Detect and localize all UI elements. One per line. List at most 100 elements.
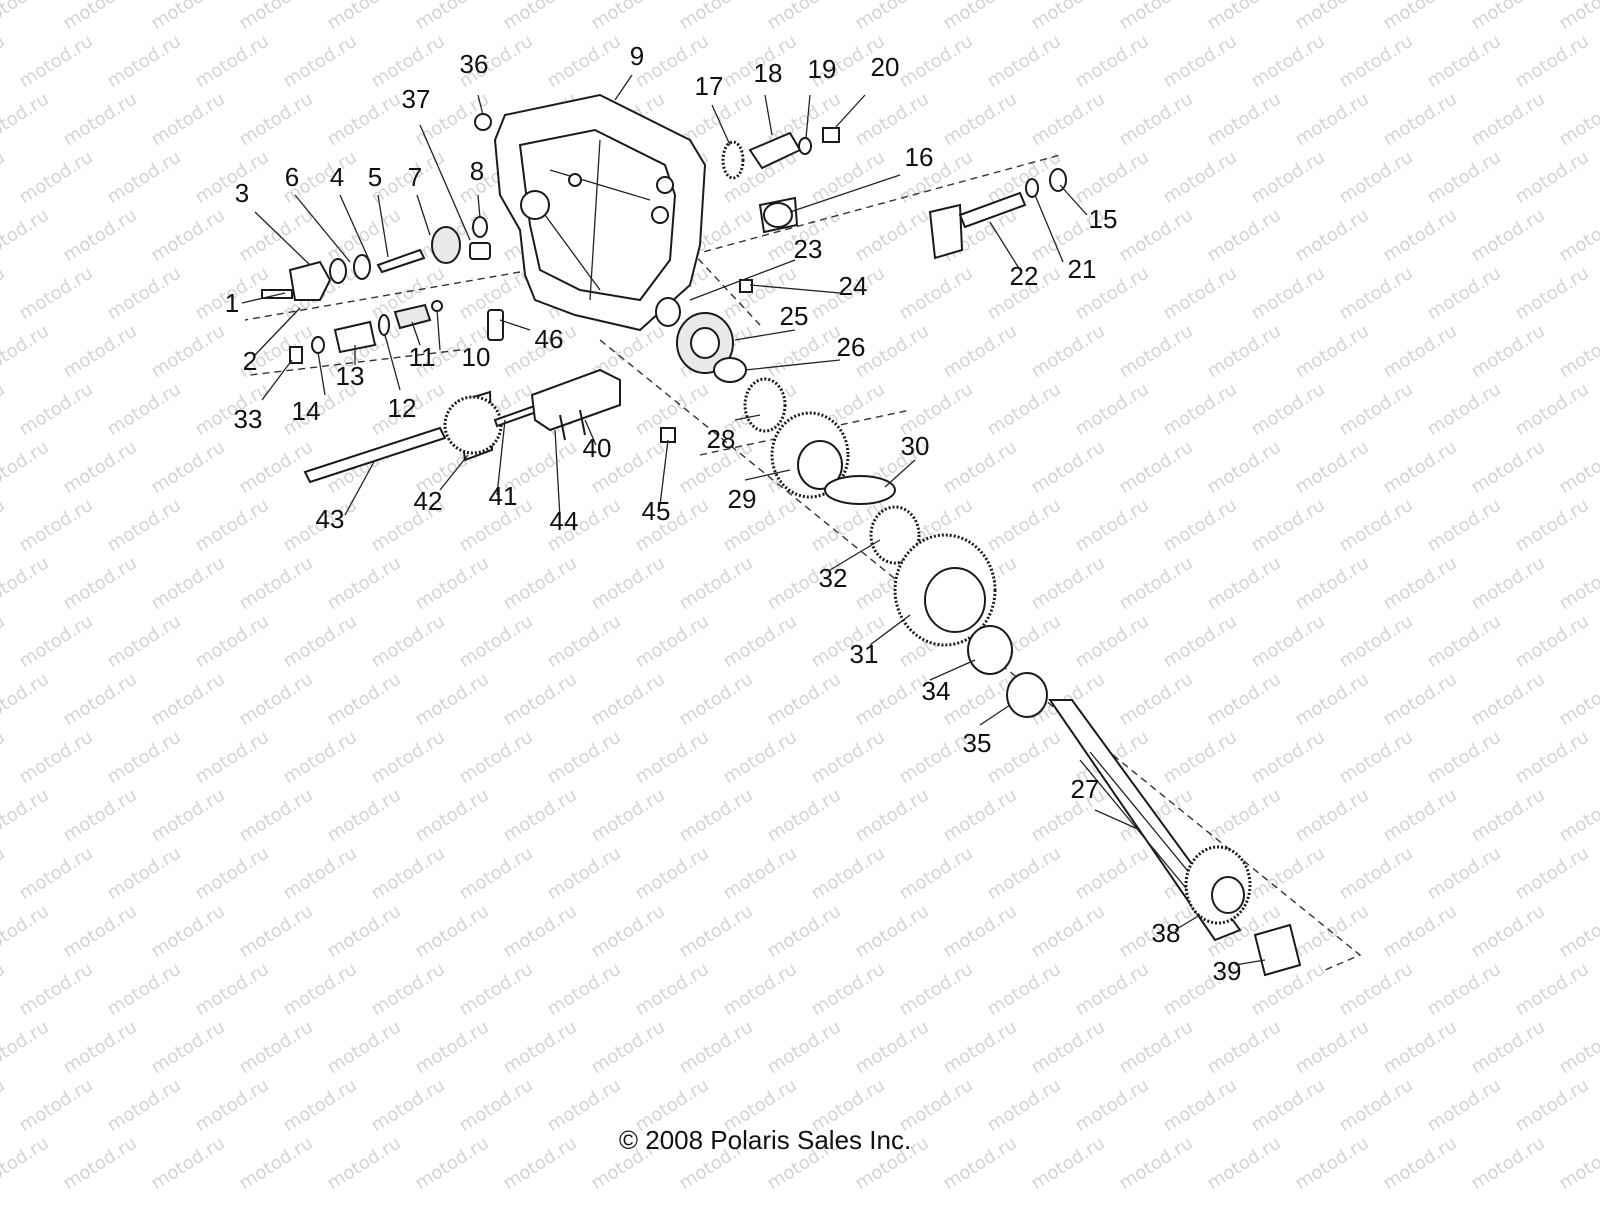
watermark-text: motod.ru [852,669,933,731]
watermark-text: motod.ru [1424,959,1505,1021]
watermark-text: motod.ru [764,0,845,34]
callout-4: 4 [330,162,344,192]
watermark-text: motod.ru [984,31,1065,93]
watermark-text: motod.ru [1160,147,1241,209]
watermark-text: motod.ru [412,553,493,615]
watermark-text: motod.ru [1424,31,1505,93]
callout-32: 32 [819,563,848,593]
watermark-text: motod.ru [544,959,625,1021]
watermark-text: motod.ru [60,669,141,731]
watermark-text: motod.ru [1512,959,1593,1021]
watermark-text: motod.ru [940,1017,1021,1079]
watermark-text: motod.ru [1380,1017,1461,1079]
watermark-text: motod.ru [456,843,537,905]
watermark-text: motod.ru [1072,843,1153,905]
callout-33: 33 [234,404,263,434]
watermark-text: motod.ru [192,611,273,673]
watermark-text: motod.ru [60,553,141,615]
watermark-text: motod.ru [16,727,97,789]
watermark-text: motod.ru [764,1017,845,1079]
watermark-text: motod.ru [1556,901,1600,963]
watermark-text: motod.ru [104,263,185,325]
watermark-text: motod.ru [676,901,757,963]
watermark-text: motod.ru [16,959,97,1021]
watermark-text: motod.ru [60,89,141,151]
watermark-text: motod.ru [60,901,141,963]
watermark-text: motod.ru [588,901,669,963]
watermark-text: motod.ru [500,785,581,847]
watermark-text: motod.ru [280,611,361,673]
watermark-text: motod.ru [1512,31,1593,93]
watermark-text: motod.ru [852,89,933,151]
callout-23: 23 [794,234,823,264]
watermark-text: motod.ru [1556,205,1600,267]
watermark-text: motod.ru [1380,0,1461,34]
watermark-text: motod.ru [1292,89,1373,151]
watermark-text: motod.ru [1116,553,1197,615]
watermark-text: motod.ru [412,785,493,847]
watermark-text: motod.ru [1072,31,1153,93]
callout-26: 26 [837,332,866,362]
watermark-text: motod.ru [16,31,97,93]
watermark-text: motod.ru [1336,843,1417,905]
watermark-text: motod.ru [500,0,581,34]
watermark-text: motod.ru [1292,669,1373,731]
callout-6: 6 [285,162,299,192]
watermark-text: motod.ru [280,959,361,1021]
watermark-text: motod.ru [1116,89,1197,151]
watermark-text: motod.ru [0,553,53,615]
watermark-text: motod.ru [1512,379,1593,441]
watermark-text: motod.ru [236,89,317,151]
watermark-text: motod.ru [500,901,581,963]
watermark-text: motod.ru [0,495,9,557]
callout-34: 34 [922,676,951,706]
copyright-text: 2008 Polaris Sales Inc. [645,1125,911,1155]
watermark-text: motod.ru [0,669,53,731]
watermark-text: motod.ru [940,785,1021,847]
watermark-text: motod.ru [500,1017,581,1079]
watermark-text: motod.ru [1556,0,1600,34]
watermark-text: motod.ru [1028,553,1109,615]
watermark-text: motod.ru [368,959,449,1021]
callout-22: 22 [1010,261,1039,291]
watermark-text: motod.ru [1248,495,1329,557]
watermark-text: motod.ru [236,785,317,847]
watermark-text: motod.ru [720,843,801,905]
watermark-text: motod.ru [104,147,185,209]
watermark-text: motod.ru [60,205,141,267]
callout-21: 21 [1068,254,1097,284]
watermark-text: motod.ru [1116,321,1197,383]
watermark-text: motod.ru [1292,553,1373,615]
watermark-text: motod.ru [1512,611,1593,673]
watermark-text: motod.ru [1468,321,1549,383]
watermark-text: motod.ru [324,0,405,34]
callout-3: 3 [235,178,249,208]
watermark-text: motod.ru [1072,611,1153,673]
watermark-text: motod.ru [60,1017,141,1079]
watermark-text: motod.ru [1116,437,1197,499]
watermark-text: motod.ru [16,495,97,557]
watermark-text: motod.ru [16,611,97,673]
watermark-text: motod.ru [852,1017,933,1079]
watermark-text: motod.ru [940,901,1021,963]
watermark-text: motod.ru [1380,437,1461,499]
watermark-text: motod.ru [896,843,977,905]
callout-7: 7 [408,162,422,192]
callout-1: 1 [225,288,239,318]
callout-28: 28 [707,424,736,454]
watermark-text: motod.ru [148,1017,229,1079]
watermark-text: motod.ru [1336,495,1417,557]
watermark-text: motod.ru [1424,843,1505,905]
callout-42: 42 [414,486,443,516]
callout-30: 30 [901,431,930,461]
watermark-text: motod.ru [60,321,141,383]
callout-36: 36 [460,49,489,79]
watermark-text: motod.ru [1028,437,1109,499]
watermark-text: motod.ru [1072,147,1153,209]
watermark-text: motod.ru [632,727,713,789]
watermark-text: motod.ru [1556,1017,1600,1079]
watermark-text: motod.ru [984,495,1065,557]
watermark-text: motod.ru [0,147,9,209]
watermark-text: motod.ru [324,553,405,615]
watermark-text: motod.ru [720,959,801,1021]
